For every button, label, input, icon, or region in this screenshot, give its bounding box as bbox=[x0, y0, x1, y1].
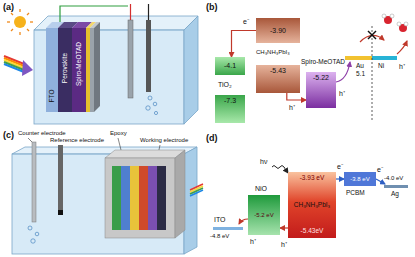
energy-level-box: -3.93 eV CH₃NH₃PbI₃ -5.43eV bbox=[288, 172, 336, 238]
text-label: -4.8 eV bbox=[210, 233, 229, 239]
text-label: e⁻ bbox=[243, 18, 249, 25]
text-label: -4.0 eV bbox=[384, 175, 403, 181]
panel-label: (d) bbox=[206, 134, 218, 143]
water-molecules bbox=[382, 14, 408, 32]
text-label: NiO bbox=[255, 185, 267, 192]
text-label: Spiro-MeOTAD bbox=[76, 42, 83, 86]
level-value: -5.43eV bbox=[301, 228, 324, 235]
text-label: Ni bbox=[378, 63, 384, 70]
text-label: ITO bbox=[214, 216, 226, 223]
level-value: CH₃NH₃PbI₃ bbox=[294, 202, 330, 209]
text-label: hν bbox=[260, 158, 267, 165]
level-value: -7.3 bbox=[224, 97, 236, 104]
text-label: CH₃NH₃PbI₃ bbox=[256, 49, 290, 55]
beaker bbox=[34, 16, 198, 124]
text-label: Ag bbox=[391, 191, 399, 198]
text-label: PCBM bbox=[346, 190, 365, 197]
charge-transfer-arrow bbox=[232, 31, 257, 58]
metal-levels bbox=[336, 26, 407, 122]
text-label: h⁺ bbox=[399, 63, 405, 70]
charge-transfer-arrow bbox=[280, 227, 288, 228]
beaker bbox=[12, 147, 197, 254]
text-label: Working electrode bbox=[140, 137, 188, 143]
energy-level-box: -3.90 bbox=[256, 18, 300, 43]
electrodes bbox=[128, 4, 158, 115]
energy-level-box: -5.2 eV bbox=[248, 195, 280, 235]
text-label: h⁺ bbox=[339, 90, 345, 97]
light-beam bbox=[4, 56, 33, 76]
text-label: Perovskite bbox=[62, 53, 69, 83]
text-label: FTO bbox=[49, 90, 56, 103]
light-beam bbox=[190, 184, 203, 196]
charge-transfer-arrow bbox=[287, 93, 306, 100]
sun-icon bbox=[7, 9, 33, 35]
charge-transfer-arrow bbox=[336, 178, 344, 179]
text-label: Spiro-MeOTAD bbox=[301, 59, 345, 66]
text-label: Reference electrode bbox=[50, 137, 104, 143]
panel-label: (b) bbox=[206, 3, 218, 12]
energy-level-box: -4.1 bbox=[215, 57, 245, 75]
text-label: e⁻ bbox=[377, 166, 383, 173]
text-label: 5.1 bbox=[356, 71, 365, 78]
panel-label: (a) bbox=[3, 3, 14, 12]
level-value: -5.2 eV bbox=[254, 212, 273, 218]
level-value: -4.1 bbox=[224, 62, 236, 69]
energy-level-box: -5.22 bbox=[306, 72, 336, 108]
level-value: -5.22 bbox=[313, 74, 329, 81]
energy-level-box: -5.43 bbox=[256, 65, 300, 93]
energy-level-box: -3.8 eV bbox=[344, 172, 376, 186]
level-value: -3.90 bbox=[270, 27, 286, 34]
panel-label: (c) bbox=[3, 131, 14, 140]
text-label: e⁻ bbox=[337, 163, 343, 170]
level-value: -3.93 eV bbox=[300, 175, 325, 182]
photoelectrode-stack bbox=[46, 6, 128, 112]
working-electrode bbox=[105, 150, 185, 238]
text-label: TiO₂ bbox=[218, 81, 232, 88]
level-value: -5.43 bbox=[270, 67, 286, 74]
text-label: h⁺ bbox=[281, 241, 287, 248]
text-label: h⁺ bbox=[289, 104, 295, 111]
text-label: Epoxy bbox=[110, 130, 127, 136]
text-label: Counter electrode bbox=[18, 130, 66, 136]
text-label: h⁺ bbox=[250, 238, 256, 245]
energy-level-box: -7.3 bbox=[215, 95, 245, 123]
level-value: -3.8 eV bbox=[350, 176, 369, 182]
text-label: Au bbox=[356, 63, 364, 70]
